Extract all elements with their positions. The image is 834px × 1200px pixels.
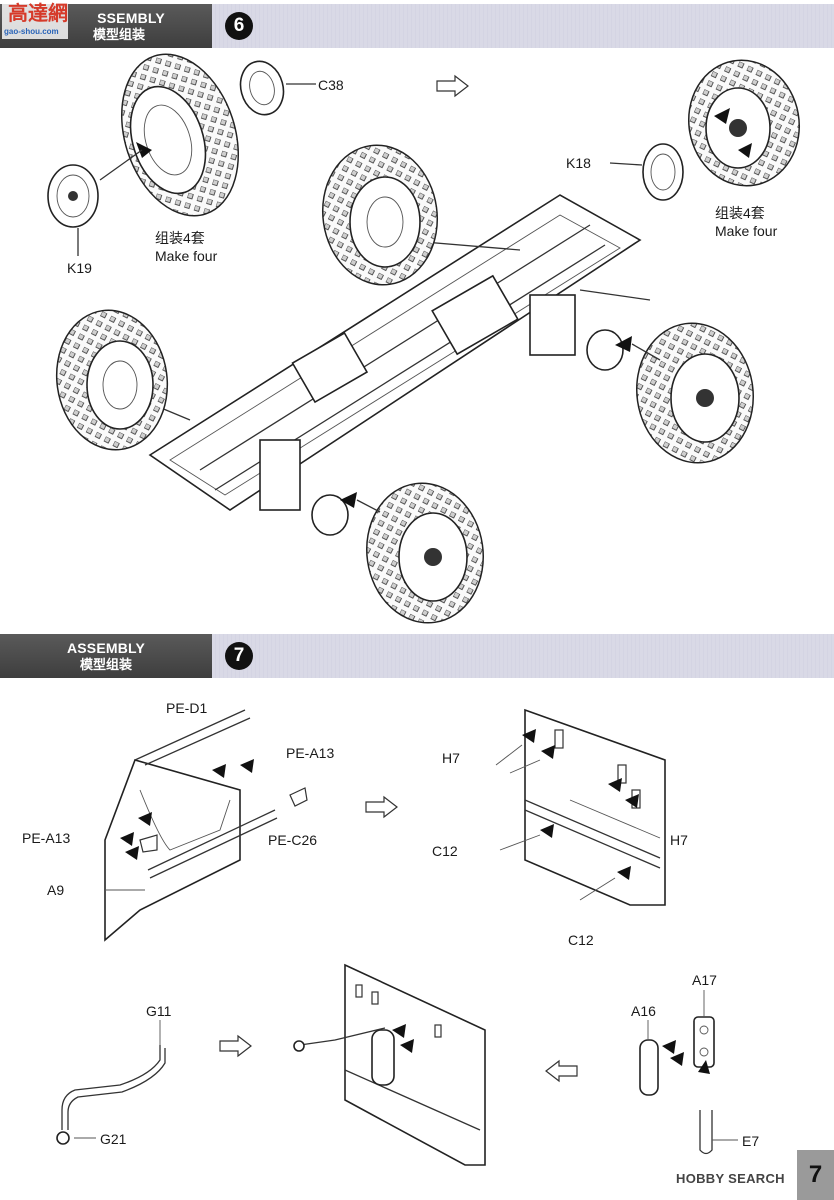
next-arrow-step7-b [219,1034,252,1058]
next-arrow-step7-a [365,795,398,819]
chassis-wheel-front-top [635,322,755,464]
label-pe-a13-left: PE-A13 [22,830,71,846]
watermark-sub: gao-shou.com [4,27,59,36]
label-pe-a13-top: PE-A13 [286,745,335,761]
hobby-search-logo: HOBBY SEARCH [676,1171,785,1186]
chassis-wheel-front-bottom [365,482,485,624]
arrow-front-bottom [340,492,357,508]
label-c12-left: C12 [432,843,458,859]
watermark-logo: 高達網 gao-shou.com [2,3,68,39]
label-a16: A16 [631,1003,656,1019]
label-k19: K19 [67,260,92,276]
step6-header: SSEMBLY 模型组装 6 [0,4,834,48]
prev-arrow-step7 [545,1059,578,1083]
panel-a9-assembly [104,709,308,942]
label-a17: A17 [692,972,717,988]
step7-arrows-a [120,759,254,860]
arrow-front-top [615,336,632,352]
step7-title-block: ASSEMBLY 模型组装 [0,634,212,678]
step7-header-band [212,634,834,678]
step7-header: ASSEMBLY 模型组装 7 [0,634,834,678]
label-c12-bottom: C12 [568,932,594,948]
wheel-hub-k19 [47,164,99,256]
label-c38: C38 [318,77,344,93]
label-k18: K18 [566,155,591,171]
step6-number: 6 [225,12,253,40]
arrow-hub-topright-2 [738,143,752,158]
step7-title-cn: 模型组装 [79,657,132,672]
step6-header-band [212,4,834,48]
panel-tank-assembly [293,963,486,1166]
chassis-wheel-rear-top [321,144,439,286]
note-left-en: Make four [155,248,218,264]
next-arrow-step6 [436,74,469,98]
note-right-en: Make four [715,223,778,239]
watermark-text: 高達網 [8,3,68,25]
wheel-cap-c38 [239,60,316,116]
label-pe-c26: PE-C26 [268,832,318,848]
arrow-hub-topright [714,108,730,124]
label-pe-d1: PE-D1 [166,700,208,716]
truck-chassis [129,194,651,536]
panel-h7-assembly [495,708,666,906]
wheel-tire-topleft [120,53,240,217]
label-h7-top: H7 [442,750,460,766]
label-a9: A9 [47,882,65,898]
step6-title-en: SSEMBLY [97,10,165,26]
note-right-cn: 组装4套 [715,205,765,221]
page-number: 7 [797,1150,834,1200]
label-h7-right: H7 [670,832,688,848]
rod-g11-g21 [56,1020,166,1145]
parts-a16-a17-e7 [639,990,738,1155]
label-e7: E7 [742,1133,760,1149]
step6-title-cn: 模型组装 [92,27,145,42]
wheel-cap-k18 [609,143,684,201]
step7-title-en: ASSEMBLY [66,640,146,656]
step7-number: 7 [225,642,253,670]
label-g21: G21 [100,1131,127,1147]
note-left-cn: 组装4套 [155,230,205,246]
wheel-tire-topright [687,59,801,187]
chassis-wheel-rear-bottom [55,309,169,451]
arrow-hub-topleft [136,142,152,158]
label-g11: G11 [146,1003,172,1019]
